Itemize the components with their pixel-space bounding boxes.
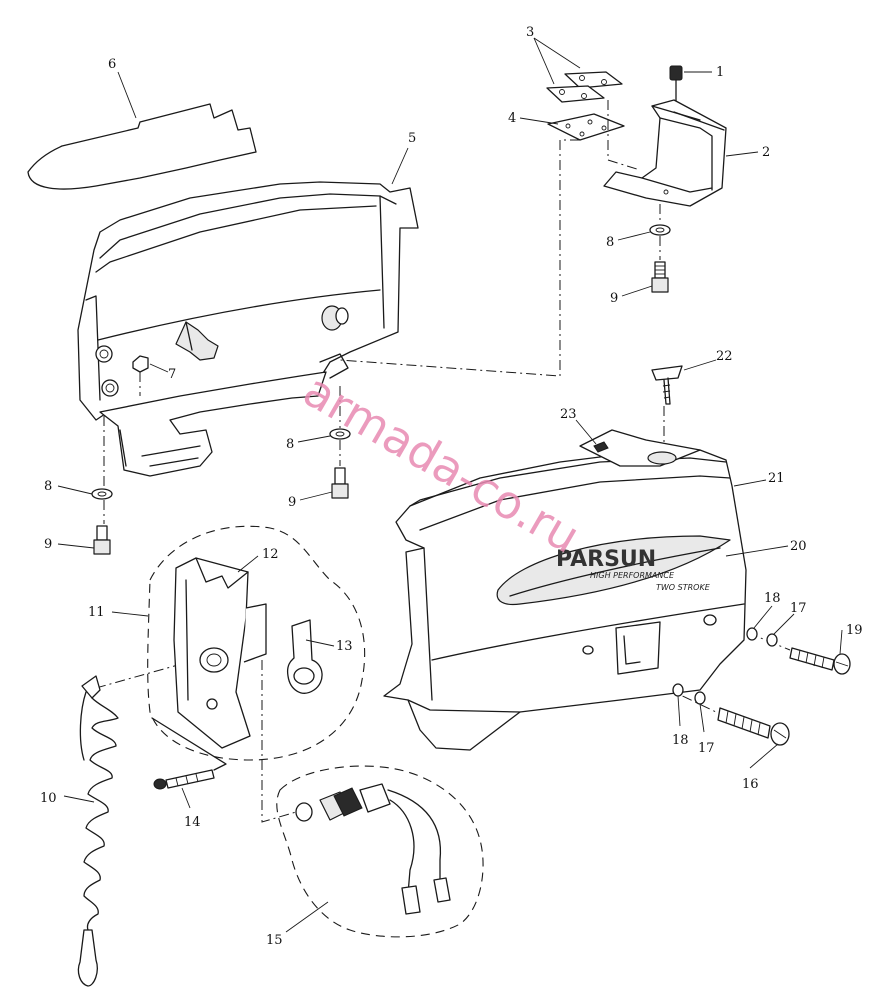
callout-13: 13 <box>336 639 353 654</box>
callout-1: 1 <box>716 65 724 80</box>
callout-8-top: 8 <box>606 235 614 250</box>
callout-22: 22 <box>716 349 733 364</box>
callout-9-top: 9 <box>610 291 618 306</box>
callout-14: 14 <box>184 815 201 830</box>
leader-lines <box>57 37 843 933</box>
part-2-bracket <box>603 99 727 207</box>
group-11-outline <box>147 525 366 761</box>
callout-3: 3 <box>526 25 534 40</box>
callout-20: 20 <box>790 539 807 554</box>
part-18-washer-right <box>746 627 758 641</box>
part-19-screw <box>789 647 851 675</box>
cover-tagline-label: HIGH PERFORMANCE <box>590 571 675 580</box>
part-9-bolt-left <box>93 525 111 555</box>
part-10-lanyard <box>77 675 119 987</box>
callout-10: 10 <box>40 791 57 806</box>
part-16-screw <box>717 707 790 746</box>
callout-11: 11 <box>88 605 105 620</box>
part-8-washer-top <box>649 224 671 236</box>
group-15-outline <box>276 765 484 938</box>
part-8-washer-middle <box>329 428 351 440</box>
callout-18-lower: 18 <box>672 733 689 748</box>
part-17-washer-lower <box>694 691 706 705</box>
cover-badge-label: TWO STROKE <box>656 583 711 592</box>
part-15-kill-switch <box>295 783 451 915</box>
callout-6: 6 <box>108 57 116 72</box>
callout-12: 12 <box>262 547 279 562</box>
callout-5: 5 <box>408 131 416 146</box>
callout-17-right: 17 <box>790 601 807 616</box>
part-21-top-cover <box>383 429 747 751</box>
callout-7: 7 <box>168 367 176 382</box>
callout-16: 16 <box>742 777 759 792</box>
callout-4: 4 <box>508 111 516 126</box>
part-17-washer-right <box>766 633 778 647</box>
callout-19: 19 <box>846 623 863 638</box>
callout-9-left: 9 <box>44 537 52 552</box>
part-6-seal <box>27 103 257 190</box>
part-13-clip <box>286 619 323 694</box>
cover-brand-label: PARSUN <box>556 547 656 572</box>
part-12-switch-plate <box>173 557 267 749</box>
part-22-screw <box>651 365 683 405</box>
part-5-lower-cover <box>77 181 419 477</box>
callout-18-right: 18 <box>764 591 781 606</box>
part-18-washer-lower <box>672 683 684 697</box>
callout-8-middle: 8 <box>286 437 294 452</box>
callout-23: 23 <box>560 407 577 422</box>
part-9-bolt-top <box>651 261 669 293</box>
callout-9-middle: 9 <box>288 495 296 510</box>
part-14-screw <box>151 717 227 790</box>
callout-2: 2 <box>762 145 770 160</box>
part-9-bolt-middle <box>331 467 349 499</box>
callout-21: 21 <box>768 471 785 486</box>
part-3-rubber-pads <box>546 71 623 103</box>
callout-8-left: 8 <box>44 479 52 494</box>
callout-17-lower: 17 <box>698 741 715 756</box>
part-4-plate <box>547 113 625 141</box>
part-8-washer-left <box>91 488 113 500</box>
callout-15: 15 <box>266 933 283 948</box>
part-23-clip <box>593 441 609 453</box>
